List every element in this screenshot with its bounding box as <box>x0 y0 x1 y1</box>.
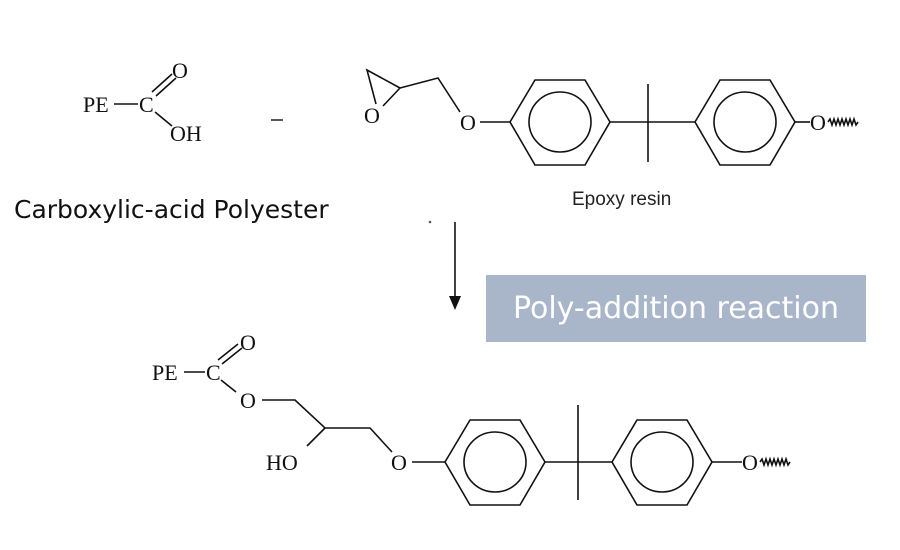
reaction-label: Poly-addition reaction <box>486 275 866 342</box>
atom-pe: PE <box>152 360 178 385</box>
double-bond <box>155 77 177 97</box>
atom-o-ester: O <box>240 388 256 413</box>
atom-o-ether: O <box>391 450 407 475</box>
atom-ho: HO <box>266 450 298 475</box>
dot <box>428 220 432 224</box>
atom-o-end: O <box>810 110 826 135</box>
aromatic-circle <box>630 431 694 493</box>
bond <box>154 111 173 127</box>
bond <box>220 379 237 393</box>
aromatic-circle <box>713 91 777 153</box>
double-bond <box>151 73 173 93</box>
chain-bond <box>262 399 393 453</box>
arrow-head <box>449 296 461 310</box>
atom-o-epoxide: O <box>364 103 380 128</box>
chain-bond <box>399 77 461 113</box>
double-bond <box>217 343 239 361</box>
bond <box>306 427 326 447</box>
double-bond <box>221 347 243 365</box>
atom-c: C <box>139 92 154 117</box>
atom-o-end: O <box>742 450 758 475</box>
atom-pe: PE <box>83 92 109 117</box>
epoxide-ring <box>365 68 402 107</box>
atom-c: C <box>206 360 221 385</box>
wavy-bond <box>827 116 859 128</box>
atom-oh: OH <box>170 121 202 146</box>
polyester-caption: Carboxylic-acid Polyester <box>14 195 329 224</box>
atom-o-carbonyl: O <box>240 330 256 355</box>
wavy-bond <box>759 456 791 468</box>
epoxy-caption: Epoxy resin <box>572 189 672 210</box>
aromatic-circle <box>463 431 527 493</box>
aromatic-circle <box>528 91 592 153</box>
atom-o: O <box>172 58 188 83</box>
atom-o-ether: O <box>460 110 476 135</box>
